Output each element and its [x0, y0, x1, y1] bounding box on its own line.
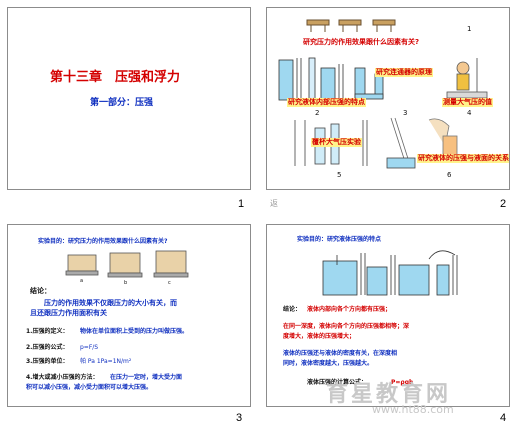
label-n1: 1	[467, 25, 472, 33]
item-3-label: 3.压强的单位：	[26, 358, 69, 365]
slide-4-blue-line-1: 液体的压强还与液体的密度有关，在深度相	[283, 350, 398, 357]
item-2-label: 2.压强的公式：	[26, 344, 69, 351]
slide-3-figures	[65, 250, 189, 278]
fig-label-a: a	[80, 278, 84, 284]
barometer-figure	[446, 58, 488, 99]
slide-3-heading: 实验目的：研究压力的作用效果跟什么因素有关?	[38, 238, 168, 245]
slide-4-number: 4	[500, 412, 507, 424]
label-n3: 3	[403, 109, 408, 117]
slide-2-number: 2	[500, 198, 507, 210]
slide-2-footer-mark: 返	[270, 199, 278, 208]
label-n2: 2	[315, 109, 320, 117]
slide-1-title: 第十三章 压强和浮力	[50, 70, 181, 85]
slide-4-red-line-2: 度增大，液体的压强增大；	[283, 333, 356, 340]
fig-label-c: c	[168, 280, 171, 286]
fig-label-b: b	[124, 280, 128, 286]
label-q1: 研究压力的作用效果跟什么因素有关?	[303, 38, 420, 46]
label-q6: 研究液体的压强与液面的关系	[417, 154, 509, 163]
label-n5: 5	[337, 171, 342, 179]
item-4-label: 4.增大或减小压强的方法：	[26, 374, 99, 381]
tilted-tube-figure	[428, 118, 458, 157]
slide-3[interactable]: 实验目的：研究压力的作用效果跟什么因素有关? a b c 结论： 压力的作用效果…	[7, 224, 251, 407]
slide-3-number: 3	[236, 412, 243, 424]
slide-1[interactable]: 第十三章 压强和浮力 第一部分：压强	[7, 7, 251, 190]
watermark-url: www.ht88.com	[372, 403, 454, 416]
slide-4[interactable]: 实验目的：研究液体压强的特点 结论： 液体内部向各个方向都有压强； 在同一深度，…	[266, 224, 510, 407]
watermark-text: 育星教育网	[326, 382, 452, 407]
slide-1-number: 1	[238, 198, 245, 210]
slide-4-conclusion-line-1: 液体内部向各个方向都有压强；	[307, 306, 392, 313]
liquid-pressure-gauges	[278, 57, 344, 101]
slide-4-formula-label: 液体压强的计算公式：	[307, 379, 368, 386]
slide-4-blue-line-2: 同时，液体密度越大，压强越大。	[283, 360, 374, 367]
label-q2: 研究液体内部压强的特点	[287, 98, 366, 107]
slide-4-figures	[322, 250, 458, 296]
item-1-label: 1.压强的定义：	[26, 328, 69, 335]
label-n6: 6	[447, 171, 452, 179]
label-q4: 测量大气压的值	[442, 98, 493, 107]
item-2-text: p=F/S	[80, 344, 99, 351]
slide-4-conclusion-label: 结论：	[283, 306, 302, 313]
slide-2[interactable]: 研究压力的作用效果跟什么因素有关? 1 研究液体内部压强的特点 研究连通器的原理…	[266, 7, 510, 190]
slide-3-conclusion-line-1: 压力的作用效果不仅跟压力的大小有关，而	[44, 299, 177, 307]
slide-3-conclusion-label: 结论：	[30, 287, 51, 295]
slide-4-red-line-1: 在同一深度，液体向各个方向的压强都相等；深	[283, 323, 410, 330]
slide-4-heading: 实验目的：研究液体压强的特点	[297, 236, 382, 243]
label-q3: 研究连通器的原理	[375, 68, 433, 77]
label-n4: 4	[467, 109, 472, 117]
item-3-text: 帕 Pa 1Pa=1N/m²	[80, 358, 132, 365]
item-4-text-cont: 积可以减小压强，减小受力面积可以增大压强。	[26, 384, 153, 391]
label-q5: 覆杯大气压实验	[311, 138, 362, 147]
item-1-text: 物体在单位面积上受到的压力叫做压强。	[80, 328, 189, 335]
slide-1-subtitle: 第一部分：压强	[90, 98, 154, 108]
slide-3-conclusion-line-2: 且还跟压力作用面积有关	[30, 309, 107, 317]
item-4-text: 在压力一定时，增大受力面	[110, 374, 183, 381]
slide-4-formula: P=ρgh	[391, 379, 414, 386]
table-apparatus	[306, 19, 396, 32]
